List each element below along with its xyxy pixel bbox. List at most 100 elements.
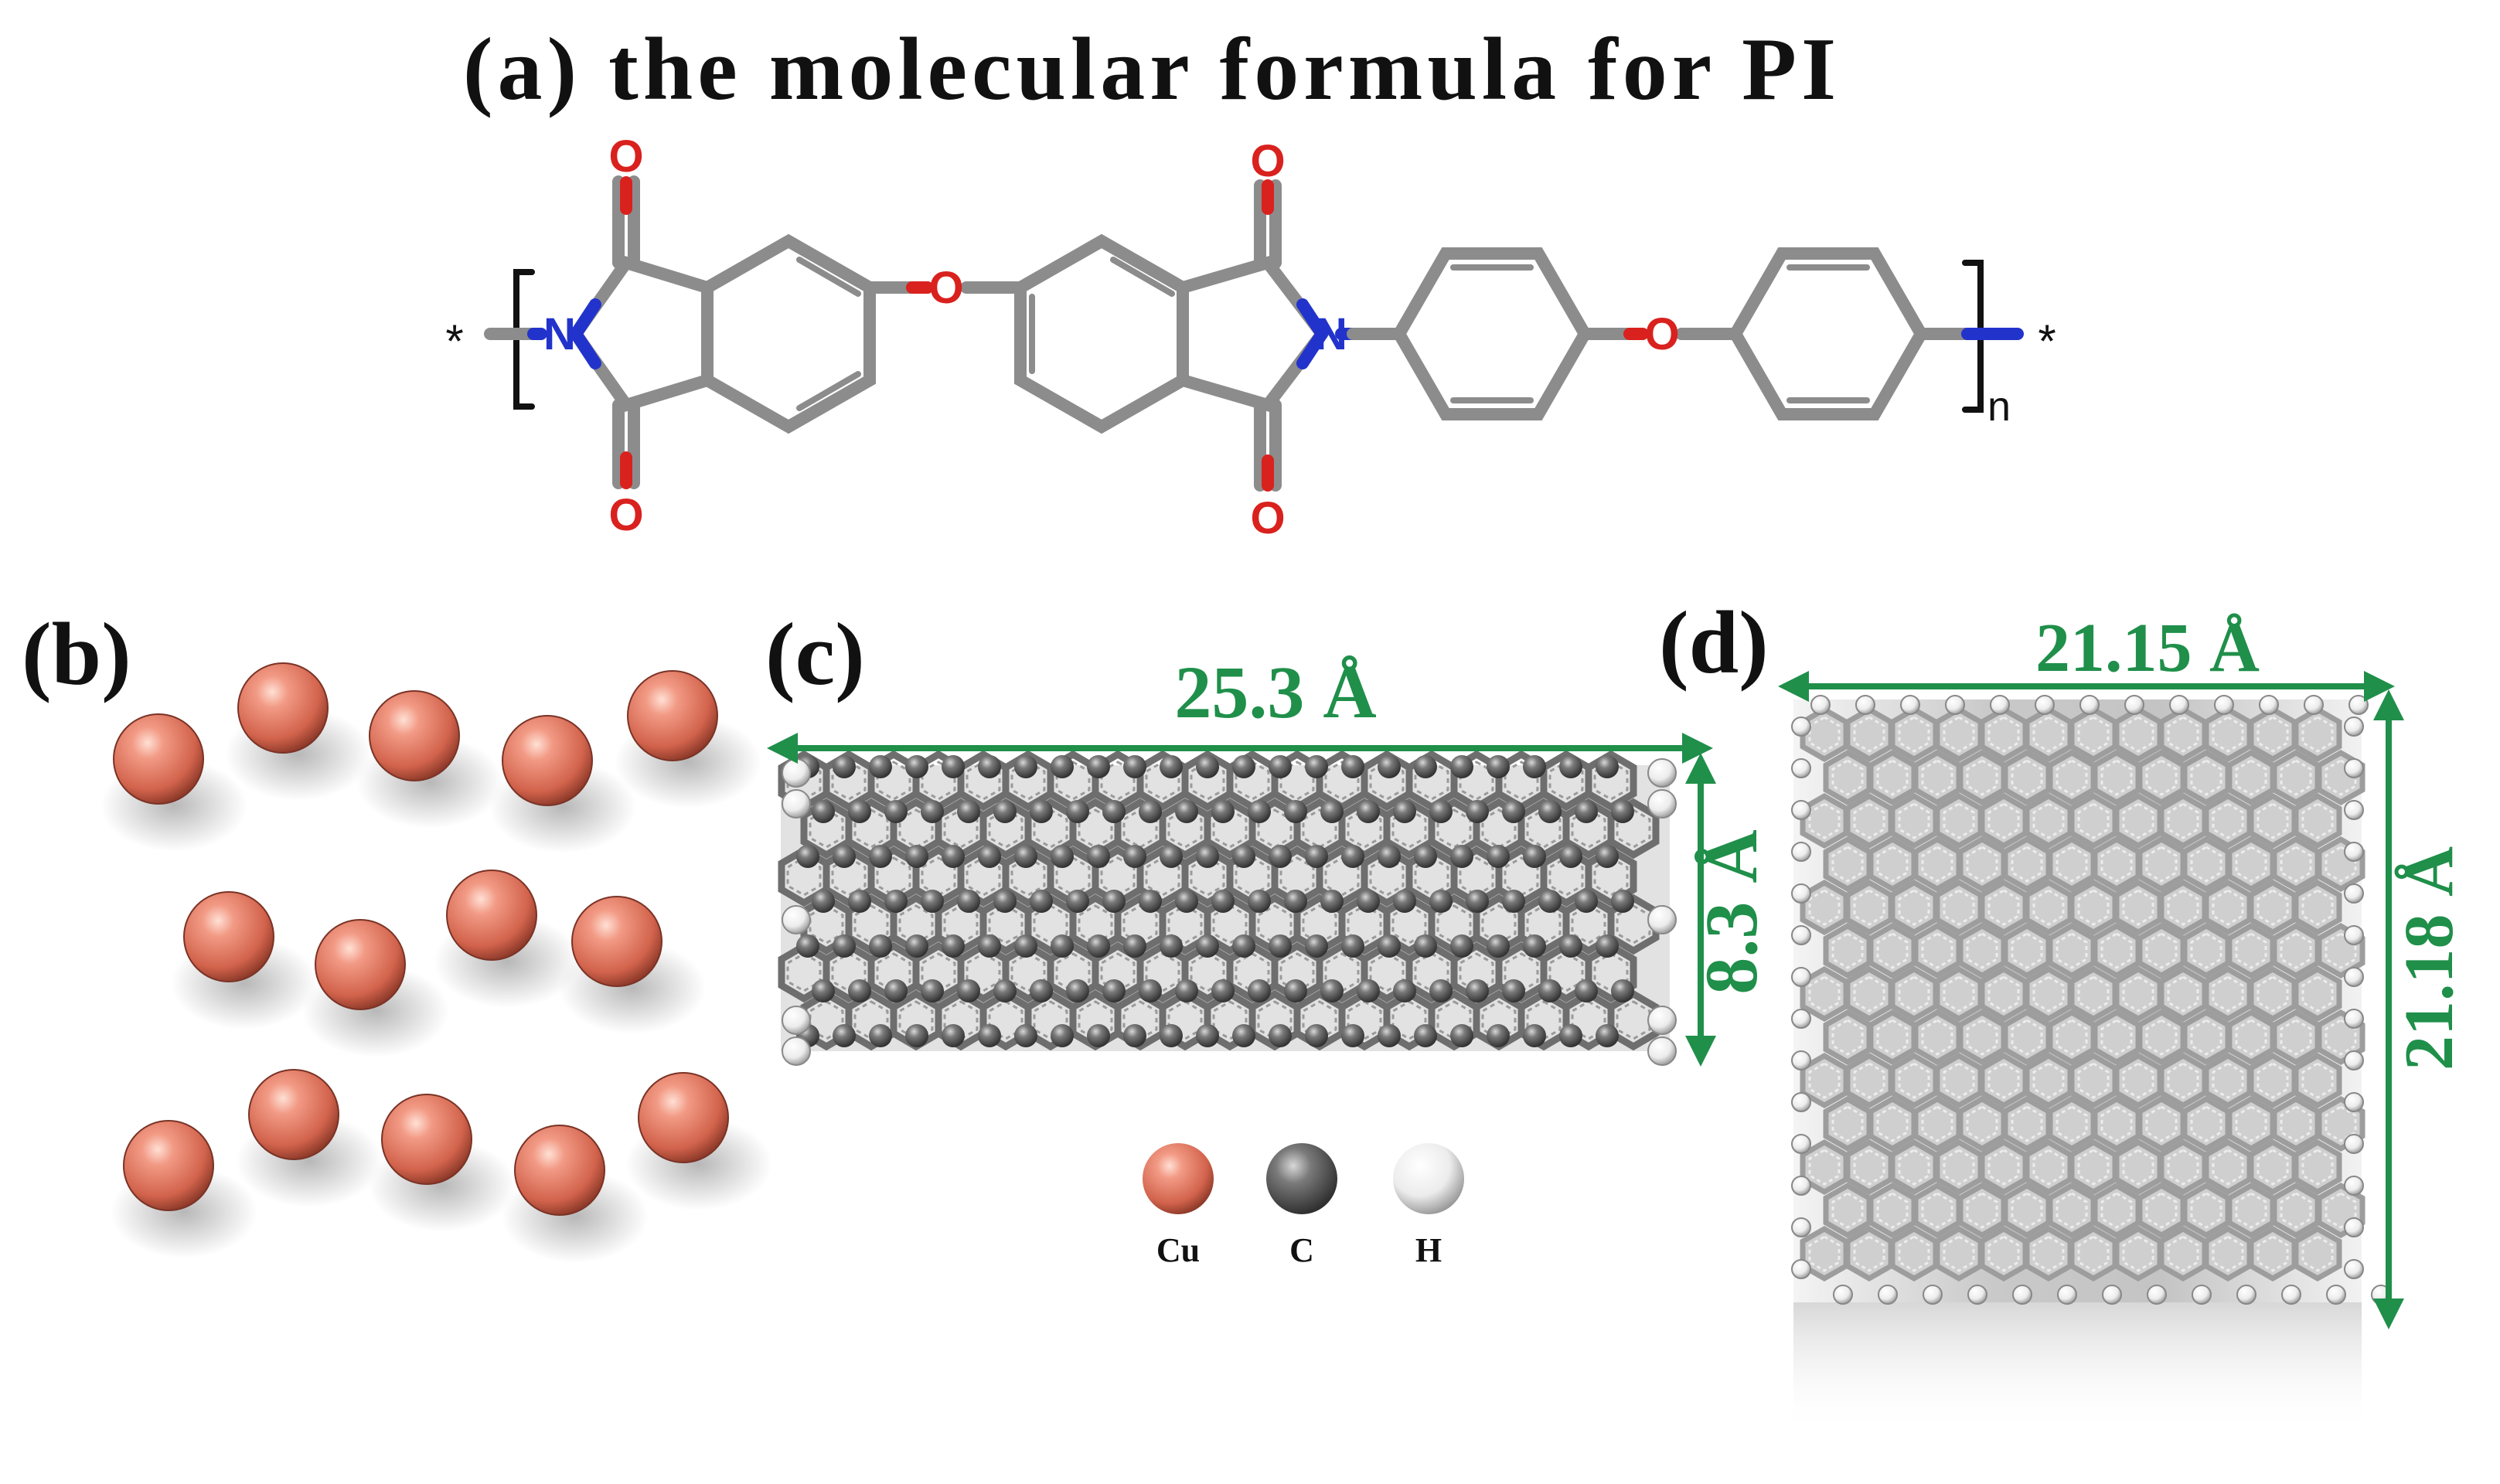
graphene-ring <box>1848 1142 1891 1192</box>
carbon-atom <box>884 800 908 823</box>
carbon-atom <box>1211 979 1235 1002</box>
carbon-atom <box>978 1024 1001 1047</box>
graphene-ring <box>1960 753 2004 802</box>
cu-atom <box>502 715 593 806</box>
carbon-atom <box>921 890 944 913</box>
graphene-ring <box>1871 1099 1914 1149</box>
carbon-atom <box>1030 800 1053 823</box>
carbon-atom <box>1196 755 1219 778</box>
carbon-atom <box>1175 800 1198 823</box>
legend-c-label: C <box>1289 1231 1314 1269</box>
graphene-ring <box>2072 1229 2115 1278</box>
carbon-atom <box>1211 890 1235 913</box>
graphene-ring <box>2050 1099 2093 1149</box>
carbon-atom <box>848 890 871 913</box>
graphene-ring <box>2161 710 2205 759</box>
carbon-atom <box>993 800 1017 823</box>
panel-d: (d) 21.15 Å 21.18 Å <box>1659 594 2468 1434</box>
cu-atom <box>248 1069 339 1160</box>
carbon-atom <box>1523 755 1546 778</box>
repeat-subscript: n <box>1987 383 2011 430</box>
graphene-ring <box>1960 1186 2004 1235</box>
carbon-atom <box>905 934 928 958</box>
carbon-atom <box>1320 890 1344 913</box>
carbon-atom <box>978 755 1001 778</box>
carbon-atom <box>942 934 965 958</box>
cu-atom <box>183 891 274 982</box>
graphene-ring <box>2005 1013 2049 1062</box>
legend-cu-label: Cu <box>1156 1231 1200 1269</box>
graphene-ring <box>1982 883 2025 932</box>
hydrogen-atom <box>1878 1285 1898 1305</box>
carbon-atom <box>1414 1024 1437 1047</box>
cu-atom <box>237 662 329 754</box>
graphene-ring <box>2027 1056 2070 1105</box>
graphene-ring <box>2140 1013 2183 1062</box>
graphene-ring <box>2229 1099 2273 1149</box>
carbon-atom <box>1269 1024 1292 1047</box>
graphene-ring <box>2185 839 2228 889</box>
carbon-atom <box>1139 979 1162 1002</box>
carbon-atom <box>1450 755 1473 778</box>
graphene-ring <box>2274 1013 2318 1062</box>
carbon-atom <box>1030 890 1053 913</box>
graphene-ring <box>2296 883 2339 932</box>
graphene-ring <box>1982 796 2025 846</box>
graphene-ring <box>1982 1142 2025 1192</box>
carbon-atom <box>1305 1024 1328 1047</box>
graphene-ring <box>2095 1013 2138 1062</box>
graphene-ring <box>1848 1229 1891 1278</box>
graphene-ring <box>2095 1099 2138 1149</box>
carbon-atom <box>1429 800 1453 823</box>
graphene-ring <box>2206 1056 2250 1105</box>
carbon-atom <box>1232 755 1255 778</box>
carbon-atom <box>921 800 944 823</box>
hydrogen-atom <box>2169 695 2189 715</box>
graphene-ring <box>2251 969 2294 1019</box>
graphene-ring <box>2274 753 2318 802</box>
carbon-atom <box>1466 979 1489 1002</box>
carbon-atom <box>1284 979 1307 1002</box>
graphene-ring <box>2206 969 2250 1019</box>
carbon-atom <box>1502 890 1525 913</box>
cu-atom <box>514 1125 605 1216</box>
hydrogen-atom <box>2304 695 2324 715</box>
graphene-ring <box>2161 1229 2205 1278</box>
hydrogen-atom <box>1647 758 1677 788</box>
cu-atom <box>381 1094 472 1185</box>
carbon-atom <box>1014 755 1037 778</box>
carbon-atom <box>1378 1024 1401 1047</box>
carbon-atom <box>1284 800 1307 823</box>
graphene-ring <box>1937 1056 1981 1105</box>
graphene-ring <box>2072 710 2115 759</box>
graphene-ring <box>1982 969 2025 1019</box>
graphene-ring <box>2027 1142 2070 1192</box>
carbon-atom <box>1014 845 1037 868</box>
carbon-atom <box>1450 1024 1473 1047</box>
atom-legend: Cu C H <box>1143 1143 1464 1269</box>
graphene-ring <box>1892 1142 1936 1192</box>
graphene-ring <box>2274 1186 2318 1235</box>
hydrogen-atom <box>1647 1006 1677 1035</box>
carbon-atom <box>1160 755 1183 778</box>
graphene-ring <box>2140 1186 2183 1235</box>
graphene-ring <box>2117 1056 2160 1105</box>
hydrogen-atom <box>1791 967 1811 987</box>
carbon-atom <box>1596 845 1619 868</box>
legend-h: H <box>1393 1143 1464 1269</box>
hydrogen-atom <box>782 1036 811 1066</box>
atom-n-1: N <box>543 309 576 359</box>
hydrogen-atom <box>2079 695 2100 715</box>
carbon-atom <box>1341 845 1364 868</box>
hydrogen-atom <box>2344 1092 2364 1112</box>
atom-o-ether-2: O <box>1644 309 1679 359</box>
carbon-atom <box>957 800 980 823</box>
carbon-atom <box>1269 845 1292 868</box>
carbon-atom <box>1196 934 1219 958</box>
hydrogen-atom <box>1791 1050 1811 1070</box>
carbon-atom <box>942 845 965 868</box>
hydrogen-atom <box>2035 695 2055 715</box>
graphene-ring <box>1871 1186 1914 1235</box>
graphene-ring <box>2050 839 2093 889</box>
carbon-atom <box>1559 845 1582 868</box>
